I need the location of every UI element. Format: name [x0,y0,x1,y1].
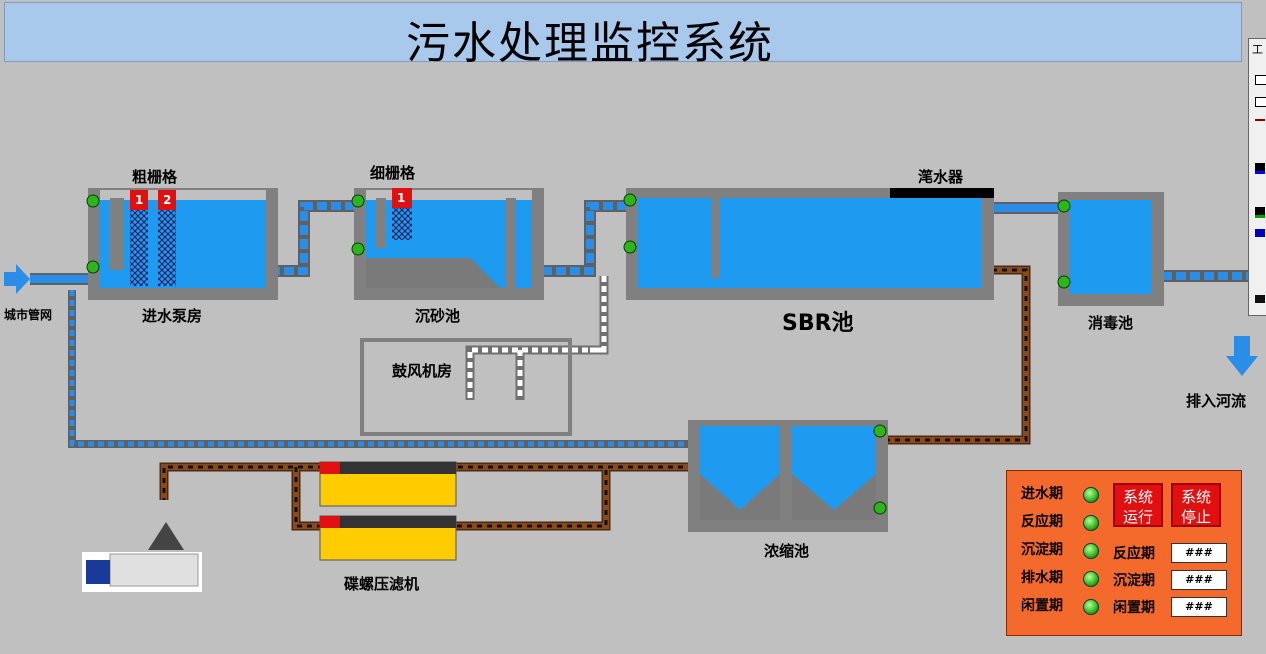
toolbox-tool[interactable] [1255,163,1265,174]
toolbox-tool[interactable] [1255,229,1265,237]
label-decanter: 滗水器 [918,168,964,186]
title-bar: 污水处理监控系统 [4,2,1242,69]
page-title: 污水处理监控系统 [406,18,774,69]
sludge-pipes [159,265,1031,531]
sbr-tank [626,188,994,300]
label-grit-chamber: 沉砂池 [415,307,461,325]
disinfection-tank [1058,192,1164,306]
phase-indicator [1083,515,1099,531]
label-disinfection-tank: 消毒池 [1088,314,1134,332]
timer-label: 闲置期 [1113,600,1155,616]
outlet-arrow-icon [1226,336,1258,376]
sludge-pile [148,522,184,550]
thickener-tank [688,420,888,532]
label-discharge-river: 排入河流 [1186,392,1247,410]
toolbox-tool[interactable] [1255,295,1265,303]
timer-value[interactable]: ### [1171,597,1227,617]
phase-label: 反应期 [1021,514,1063,530]
label-city-pipe: 城市管网 [4,308,53,322]
phase-indicator [1083,543,1099,559]
phase-indicator [1083,599,1099,615]
fine-screen-number-1: 1 [397,191,406,205]
screw-press [319,461,457,561]
screen-number-2: 2 [163,193,172,207]
timer-value[interactable]: ### [1171,570,1227,590]
status-indicators [86,193,1071,515]
label-fine-screen: 细栅格 [370,164,416,182]
toolbox-tool[interactable] [1255,207,1265,218]
system-stop-button[interactable]: 系统停止 [1171,483,1221,527]
timer-value[interactable]: ### [1171,543,1227,563]
phase-label: 进水期 [1021,486,1063,502]
grit-chamber-tank [354,188,544,300]
blower-room [360,338,572,436]
phase-label: 沉淀期 [1021,542,1063,558]
toolbox-window[interactable]: 工 [1248,38,1266,316]
phase-indicator [1083,571,1099,587]
label-blower-room: 鼓风机房 [392,362,453,380]
toolbox-tool[interactable] [1255,75,1266,85]
label-screw-press: 碟螺压滤机 [344,575,420,593]
screen-number-1: 1 [135,193,144,207]
label-thickener: 浓缩池 [764,542,810,560]
toolbox-title: 工 [1252,43,1263,56]
truck-icon [82,552,202,592]
toolbox-tool[interactable] [1255,119,1265,121]
phase-label: 排水期 [1021,570,1063,586]
toolbox-tool[interactable] [1255,97,1266,107]
inlet-pump-tank [88,188,278,300]
water-pipes [30,200,1252,448]
phase-label: 闲置期 [1021,598,1063,614]
timer-label: 反应期 [1113,546,1155,562]
phase-indicator [1083,487,1099,503]
label-sbr-tank: SBR池 [782,311,854,336]
timer-label: 沉淀期 [1113,573,1155,589]
label-coarse-screen: 粗栅格 [132,168,178,186]
system-run-button[interactable]: 系统运行 [1113,483,1163,527]
control-panel: 进水期 反应期 沉淀期 排水期 闲置期 系统运行 系统停止 反应期 ### 沉淀… [1006,470,1242,636]
inlet-arrow-icon [4,264,30,294]
label-inlet-pump-house: 进水泵房 [142,307,203,325]
air-pipes [465,276,609,400]
